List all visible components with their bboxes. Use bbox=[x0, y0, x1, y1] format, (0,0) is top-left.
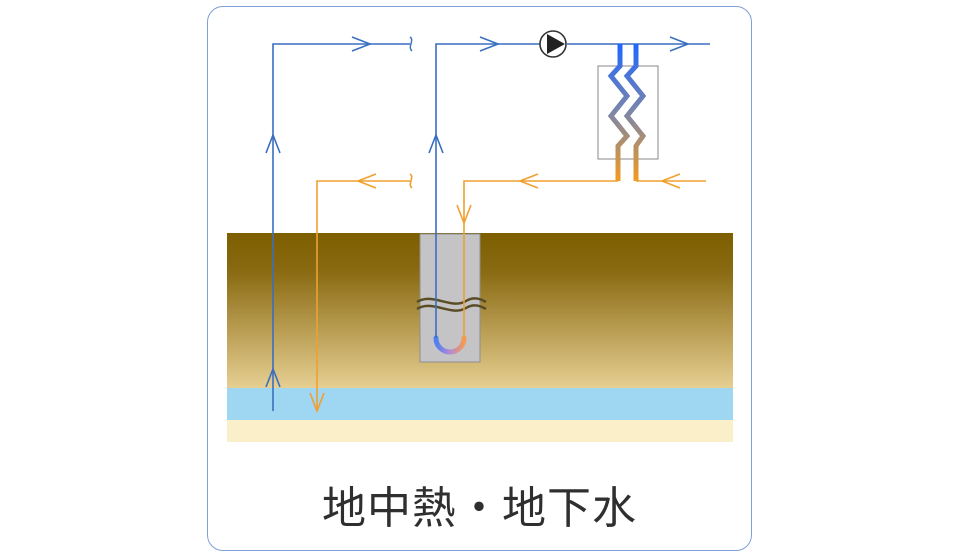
sand-layer bbox=[227, 420, 733, 442]
pipe-break-icon bbox=[409, 173, 413, 189]
u-tube-icon bbox=[433, 335, 467, 355]
flow-arrow-icon bbox=[265, 36, 691, 388]
pipe-break-icon bbox=[409, 36, 413, 52]
aquifer-layer bbox=[227, 388, 733, 420]
pump-icon bbox=[539, 30, 567, 58]
flow-arrow-icon bbox=[309, 173, 681, 414]
heat-exchanger-icon bbox=[597, 44, 659, 181]
borehole-warm-pipe bbox=[463, 180, 618, 338]
groundwater-supply-pipe bbox=[272, 43, 410, 411]
borehole-cold-pipe bbox=[435, 43, 540, 338]
borehole-break-icon bbox=[416, 297, 487, 305]
diagram-caption: 地中熱・地下水 bbox=[322, 483, 637, 534]
groundwater-return-pipe bbox=[316, 180, 410, 411]
